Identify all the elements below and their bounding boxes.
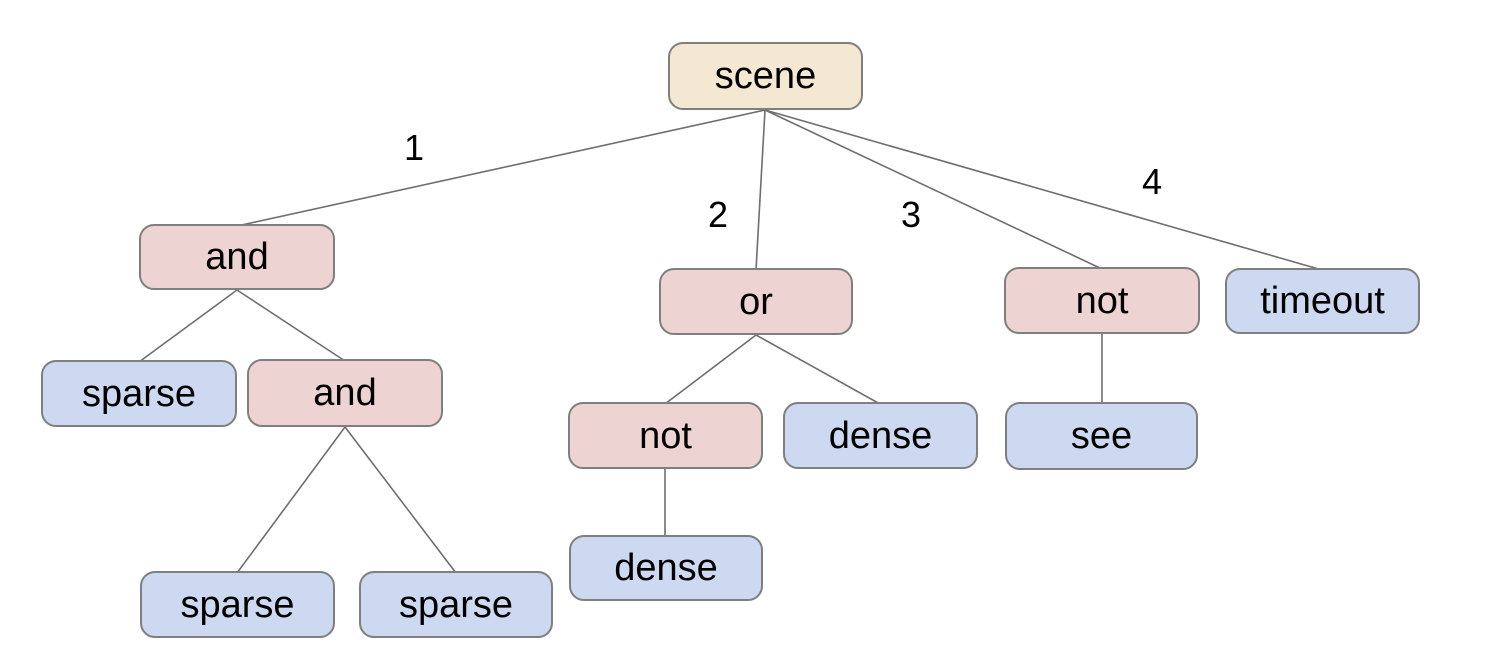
node-sparse-1: sparse bbox=[41, 360, 237, 427]
node-scene: scene bbox=[668, 42, 863, 110]
edge-and2-sparse3 bbox=[344, 426, 457, 574]
node-sparse-3: sparse bbox=[359, 571, 553, 638]
node-dense-2: dense bbox=[569, 535, 763, 601]
node-not-2: not bbox=[568, 402, 763, 469]
node-or-1: or bbox=[659, 268, 853, 335]
node-sparse-2: sparse bbox=[140, 571, 335, 638]
edge-and1-sparse1 bbox=[138, 289, 238, 363]
edge-scene-and1 bbox=[236, 109, 766, 227]
node-and-1: and bbox=[139, 224, 335, 290]
edge-and2-sparse2 bbox=[236, 426, 346, 574]
node-see: see bbox=[1005, 402, 1198, 470]
node-timeout: timeout bbox=[1225, 268, 1420, 334]
edge-scene-not1 bbox=[764, 109, 1103, 270]
node-dense-1: dense bbox=[783, 402, 978, 469]
edge-label-branch-4: 4 bbox=[1141, 161, 1163, 202]
node-not-1: not bbox=[1004, 267, 1200, 334]
edge-label-branch-3: 3 bbox=[900, 194, 922, 235]
edge-scene-or1 bbox=[755, 109, 766, 271]
edge-or1-not2 bbox=[664, 334, 757, 405]
edge-or1-dense1 bbox=[755, 334, 881, 405]
edge-label-branch-2: 2 bbox=[707, 194, 729, 235]
edge-scene-timeout bbox=[764, 109, 1323, 271]
edge-label-branch-1: 1 bbox=[403, 127, 425, 168]
node-and-2: and bbox=[247, 359, 443, 427]
edge-and1-and2 bbox=[236, 289, 346, 362]
